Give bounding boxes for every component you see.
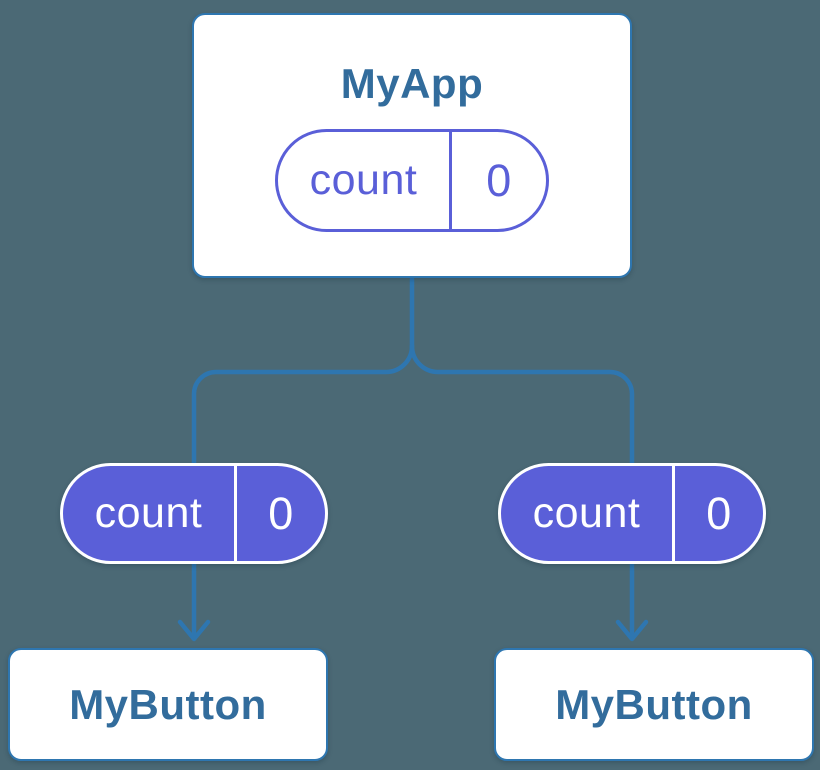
component-name-label: MyButton bbox=[69, 680, 267, 728]
component-card-myapp: MyApp count 0 bbox=[192, 13, 632, 278]
tree-branch-left bbox=[191, 343, 415, 639]
state-value-label: 0 bbox=[672, 466, 763, 561]
component-card-mybutton-right: MyButton bbox=[494, 648, 814, 761]
state-name-label: count bbox=[94, 489, 203, 537]
state-pill-left-child: count 0 bbox=[60, 463, 328, 564]
component-name-label: MyApp bbox=[340, 60, 484, 107]
state-name-label: count bbox=[309, 156, 418, 204]
arrow-down-left-icon bbox=[177, 619, 211, 642]
component-name-label: MyButton bbox=[555, 680, 753, 728]
arrow-down-right-icon bbox=[615, 619, 649, 642]
state-name-label: count bbox=[532, 489, 641, 537]
state-value-label: 0 bbox=[449, 132, 546, 229]
state-pill-right-child: count 0 bbox=[498, 463, 766, 564]
state-value-label: 0 bbox=[234, 466, 325, 561]
component-card-mybutton-left: MyButton bbox=[8, 648, 328, 761]
tree-branch-right bbox=[409, 343, 635, 639]
state-pill-root: count 0 bbox=[275, 129, 549, 232]
